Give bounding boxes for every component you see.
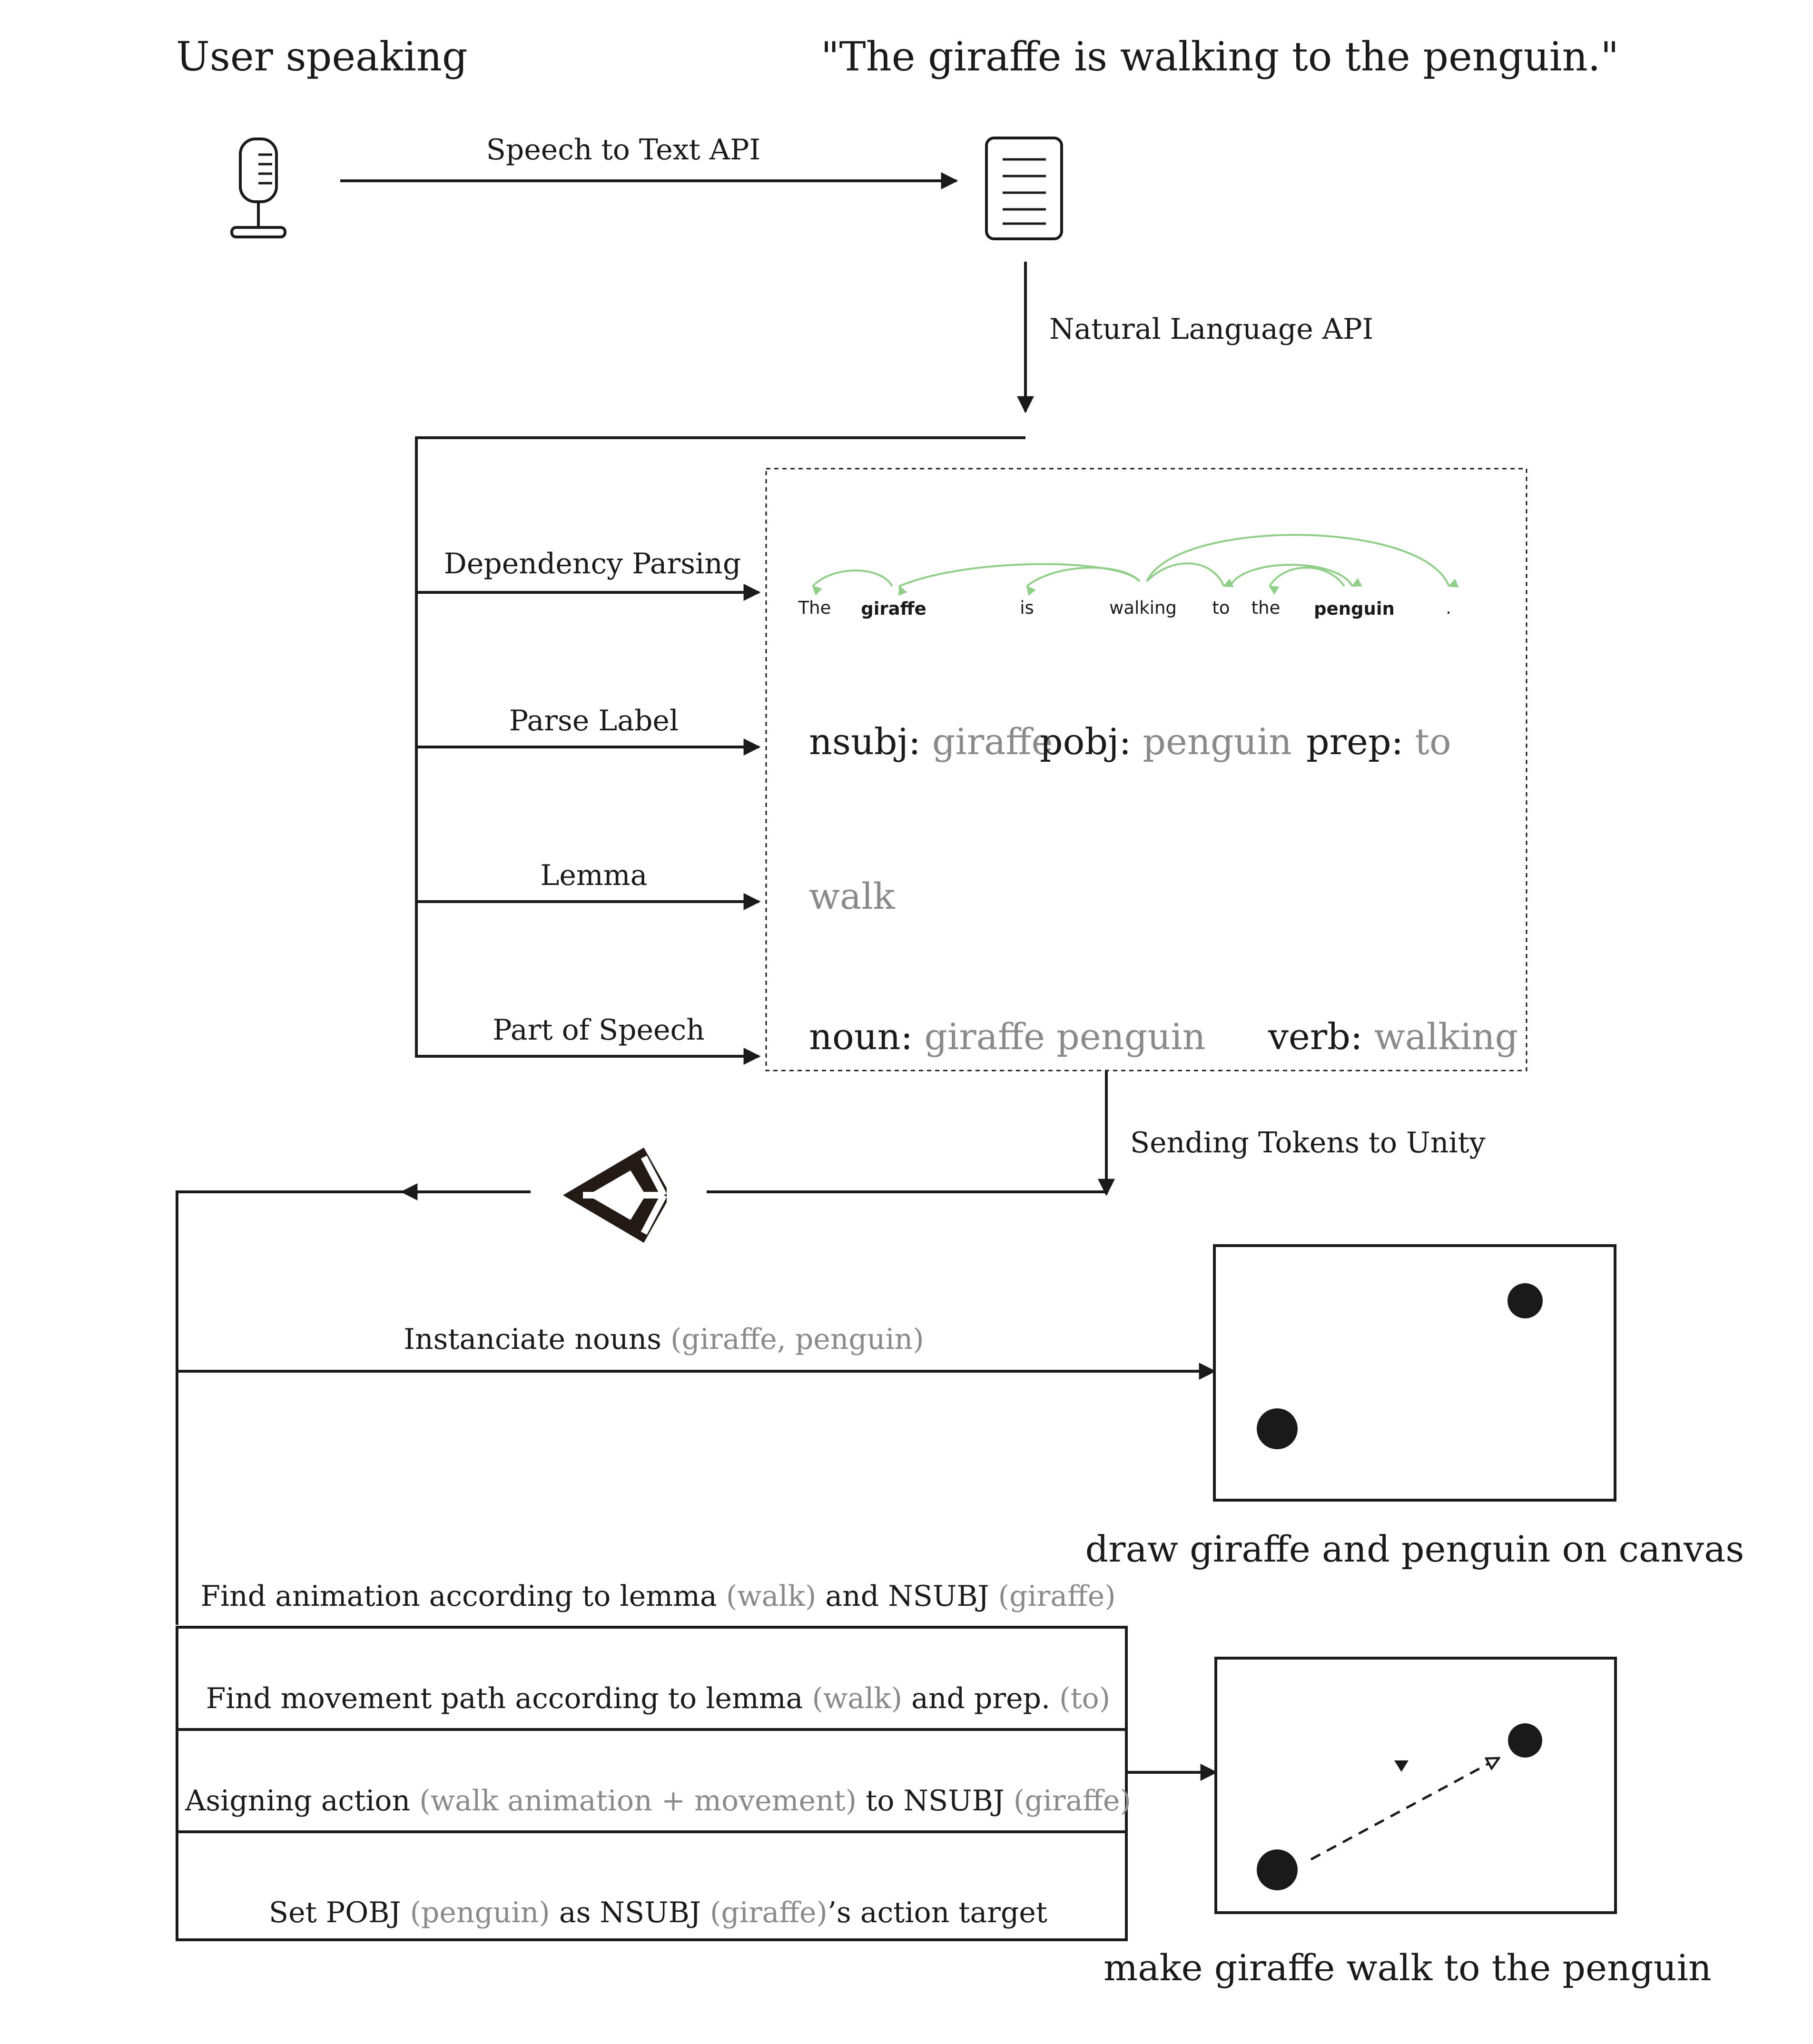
parse-label-row: nsubj: giraffe [809,720,1053,763]
giraffe-dot [1257,1408,1298,1449]
giraffe-dot [1257,1849,1298,1890]
prep-row: prep: to [1306,720,1451,763]
unity-logo-icon [563,1148,667,1243]
parse-label-label: Parse Label [509,704,679,737]
analysis-panel [765,468,1527,1071]
pobj-row: pobj: penguin [1040,720,1292,763]
dependency-arcs [812,534,1459,596]
instantiate-label: Instanciate nouns (giraffe, penguin) [404,1323,924,1356]
walk-path-arrow [1310,1758,1499,1861]
action-steps-box [176,1626,1128,1941]
analysis-branch-line [415,436,1025,1058]
dependency-token-row: The giraffe is walking to the penguin . [798,598,1451,619]
assign-action-label: Asigning action (walk animation + moveme… [185,1784,1131,1818]
dep-token: The [798,598,831,618]
verb-row: verb: walking [1268,1015,1518,1058]
dep-token: penguin [1314,599,1395,619]
pobj-value: penguin [1143,720,1291,763]
find-animation-label: Find animation according to lemma (walk)… [200,1580,1115,1613]
nsubj-value: giraffe [932,720,1053,763]
canvas-walk [1214,1657,1617,1914]
dependency-parsing-label: Dependency Parsing [444,547,741,580]
verb-key: verb: [1268,1015,1363,1058]
dep-token: the [1251,598,1281,618]
dep-token: is [1020,598,1034,618]
noun-key: noun: [809,1015,913,1058]
canvas1-caption: draw giraffe and penguin on canvas [1085,1528,1744,1570]
direction-marker-icon [1394,1760,1409,1772]
sending-tokens-label: Sending Tokens to Unity [1130,1126,1486,1160]
pobj-key: pobj: [1040,720,1131,763]
penguin-dot [1508,1283,1543,1318]
dep-token: walking [1109,598,1177,618]
spoken-sentence: "The giraffe is walking to the penguin." [821,33,1619,80]
user-speaking-label: User speaking [176,33,468,80]
nsubj-key: nsubj: [809,720,921,763]
lemma-label: Lemma [541,859,648,892]
dep-token: to [1212,598,1230,618]
verb-value: walking [1374,1015,1518,1058]
lemma-value: walk [809,875,896,917]
set-pobj-label: Set POBJ (penguin) as NSUBJ (giraffe)’s … [269,1896,1047,1929]
dep-token: . [1446,598,1451,618]
noun-value-2: penguin [1056,1015,1205,1058]
penguin-dot [1508,1723,1542,1758]
dep-token: giraffe [861,599,926,619]
noun-row: noun: giraffe penguin [809,1015,1206,1058]
part-of-speech-label: Part of Speech [493,1013,705,1047]
microphone-icon [230,138,286,238]
unity-branch-line [176,1190,404,1625]
natural-language-label: Natural Language API [1049,313,1373,346]
canvas2-caption: make giraffe walk to the penguin [1104,1946,1712,1989]
document-icon [985,137,1063,240]
speech-to-text-label: Speech to Text API [486,133,760,167]
prep-value: to [1415,720,1451,763]
canvas-instantiate [1213,1244,1616,1502]
find-movement-label: Find movement path according to lemma (w… [206,1682,1110,1715]
noun-value-1: giraffe [924,1015,1045,1058]
prep-key: prep: [1306,720,1403,763]
